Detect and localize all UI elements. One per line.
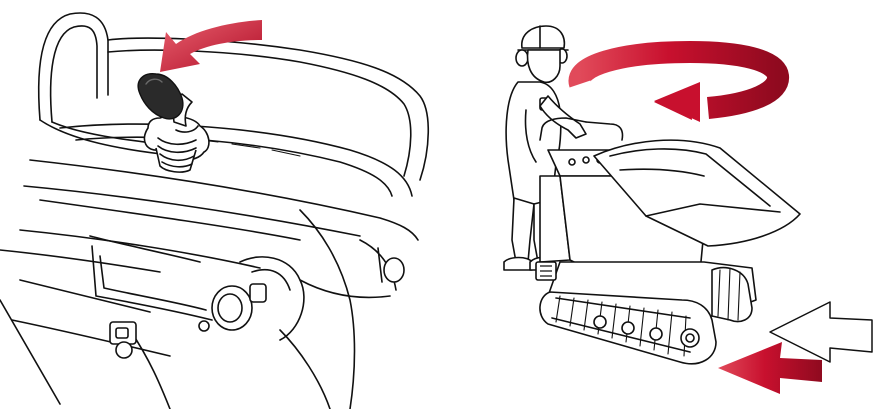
- right-knob-icon: [384, 258, 404, 282]
- boot-icon: [504, 258, 532, 271]
- console-deck: [20, 124, 418, 268]
- small-indicator-icon: [199, 321, 209, 331]
- mini-dumper: [536, 118, 800, 364]
- helmet-icon: [522, 26, 565, 48]
- ear-muff-icon: [516, 50, 528, 66]
- console-panel: [0, 13, 428, 409]
- console-lower-body: [0, 210, 404, 409]
- ignition-knob-icon: [116, 342, 132, 358]
- joystick: [138, 74, 209, 172]
- joystick-rotate-arrow: [160, 20, 262, 72]
- dumper-panel: [504, 26, 872, 394]
- turn-rotation-arrow: [579, 52, 778, 122]
- push-direction-arrow-outline: [770, 302, 872, 362]
